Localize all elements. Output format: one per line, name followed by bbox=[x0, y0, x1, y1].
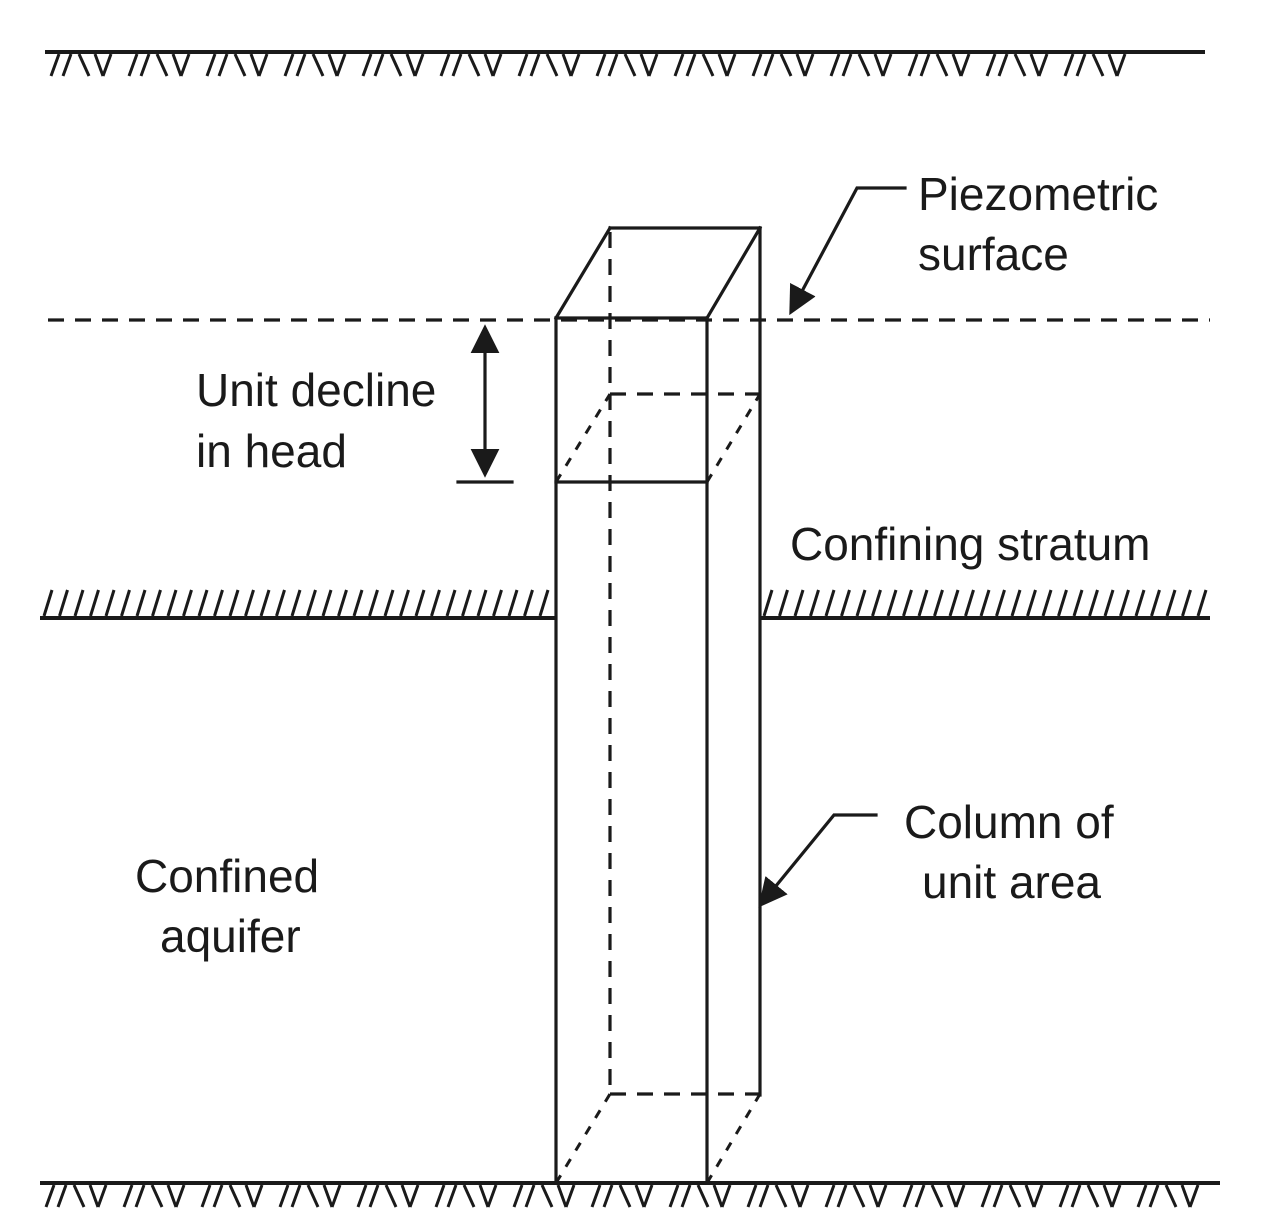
piezometric-label-line2: surface bbox=[918, 228, 1069, 280]
column-label-line1: Column of bbox=[904, 796, 1114, 848]
unit-decline-label-line2: in head bbox=[196, 425, 347, 477]
piezometric-label-line1: Piezometric bbox=[918, 168, 1158, 220]
top-ground-hatch bbox=[49, 53, 1127, 77]
confining-stratum-boundary bbox=[40, 589, 1210, 620]
piezometric-leader-arrow bbox=[789, 186, 907, 316]
top-ground-surface bbox=[45, 50, 1205, 77]
bottom-base-hatch bbox=[44, 1184, 1200, 1208]
unit-decline-label-line1: Unit decline bbox=[196, 364, 436, 416]
confined-aquifer-label-line2: aquifer bbox=[160, 910, 301, 962]
confined-aquifer-label-line1: Confined bbox=[135, 850, 319, 902]
confining-stratum-hatch-right bbox=[762, 589, 1208, 617]
confining-stratum-label: Confining stratum bbox=[790, 518, 1151, 570]
column-label-line2: unit area bbox=[922, 856, 1101, 908]
confining-stratum-hatch-left bbox=[42, 589, 550, 617]
unit-area-column bbox=[553, 225, 763, 1185]
declined-head-level bbox=[554, 392, 762, 484]
bottom-base-surface bbox=[40, 1181, 1220, 1208]
unit-decline-arrow bbox=[456, 324, 514, 484]
column-leader-arrow bbox=[758, 813, 878, 908]
